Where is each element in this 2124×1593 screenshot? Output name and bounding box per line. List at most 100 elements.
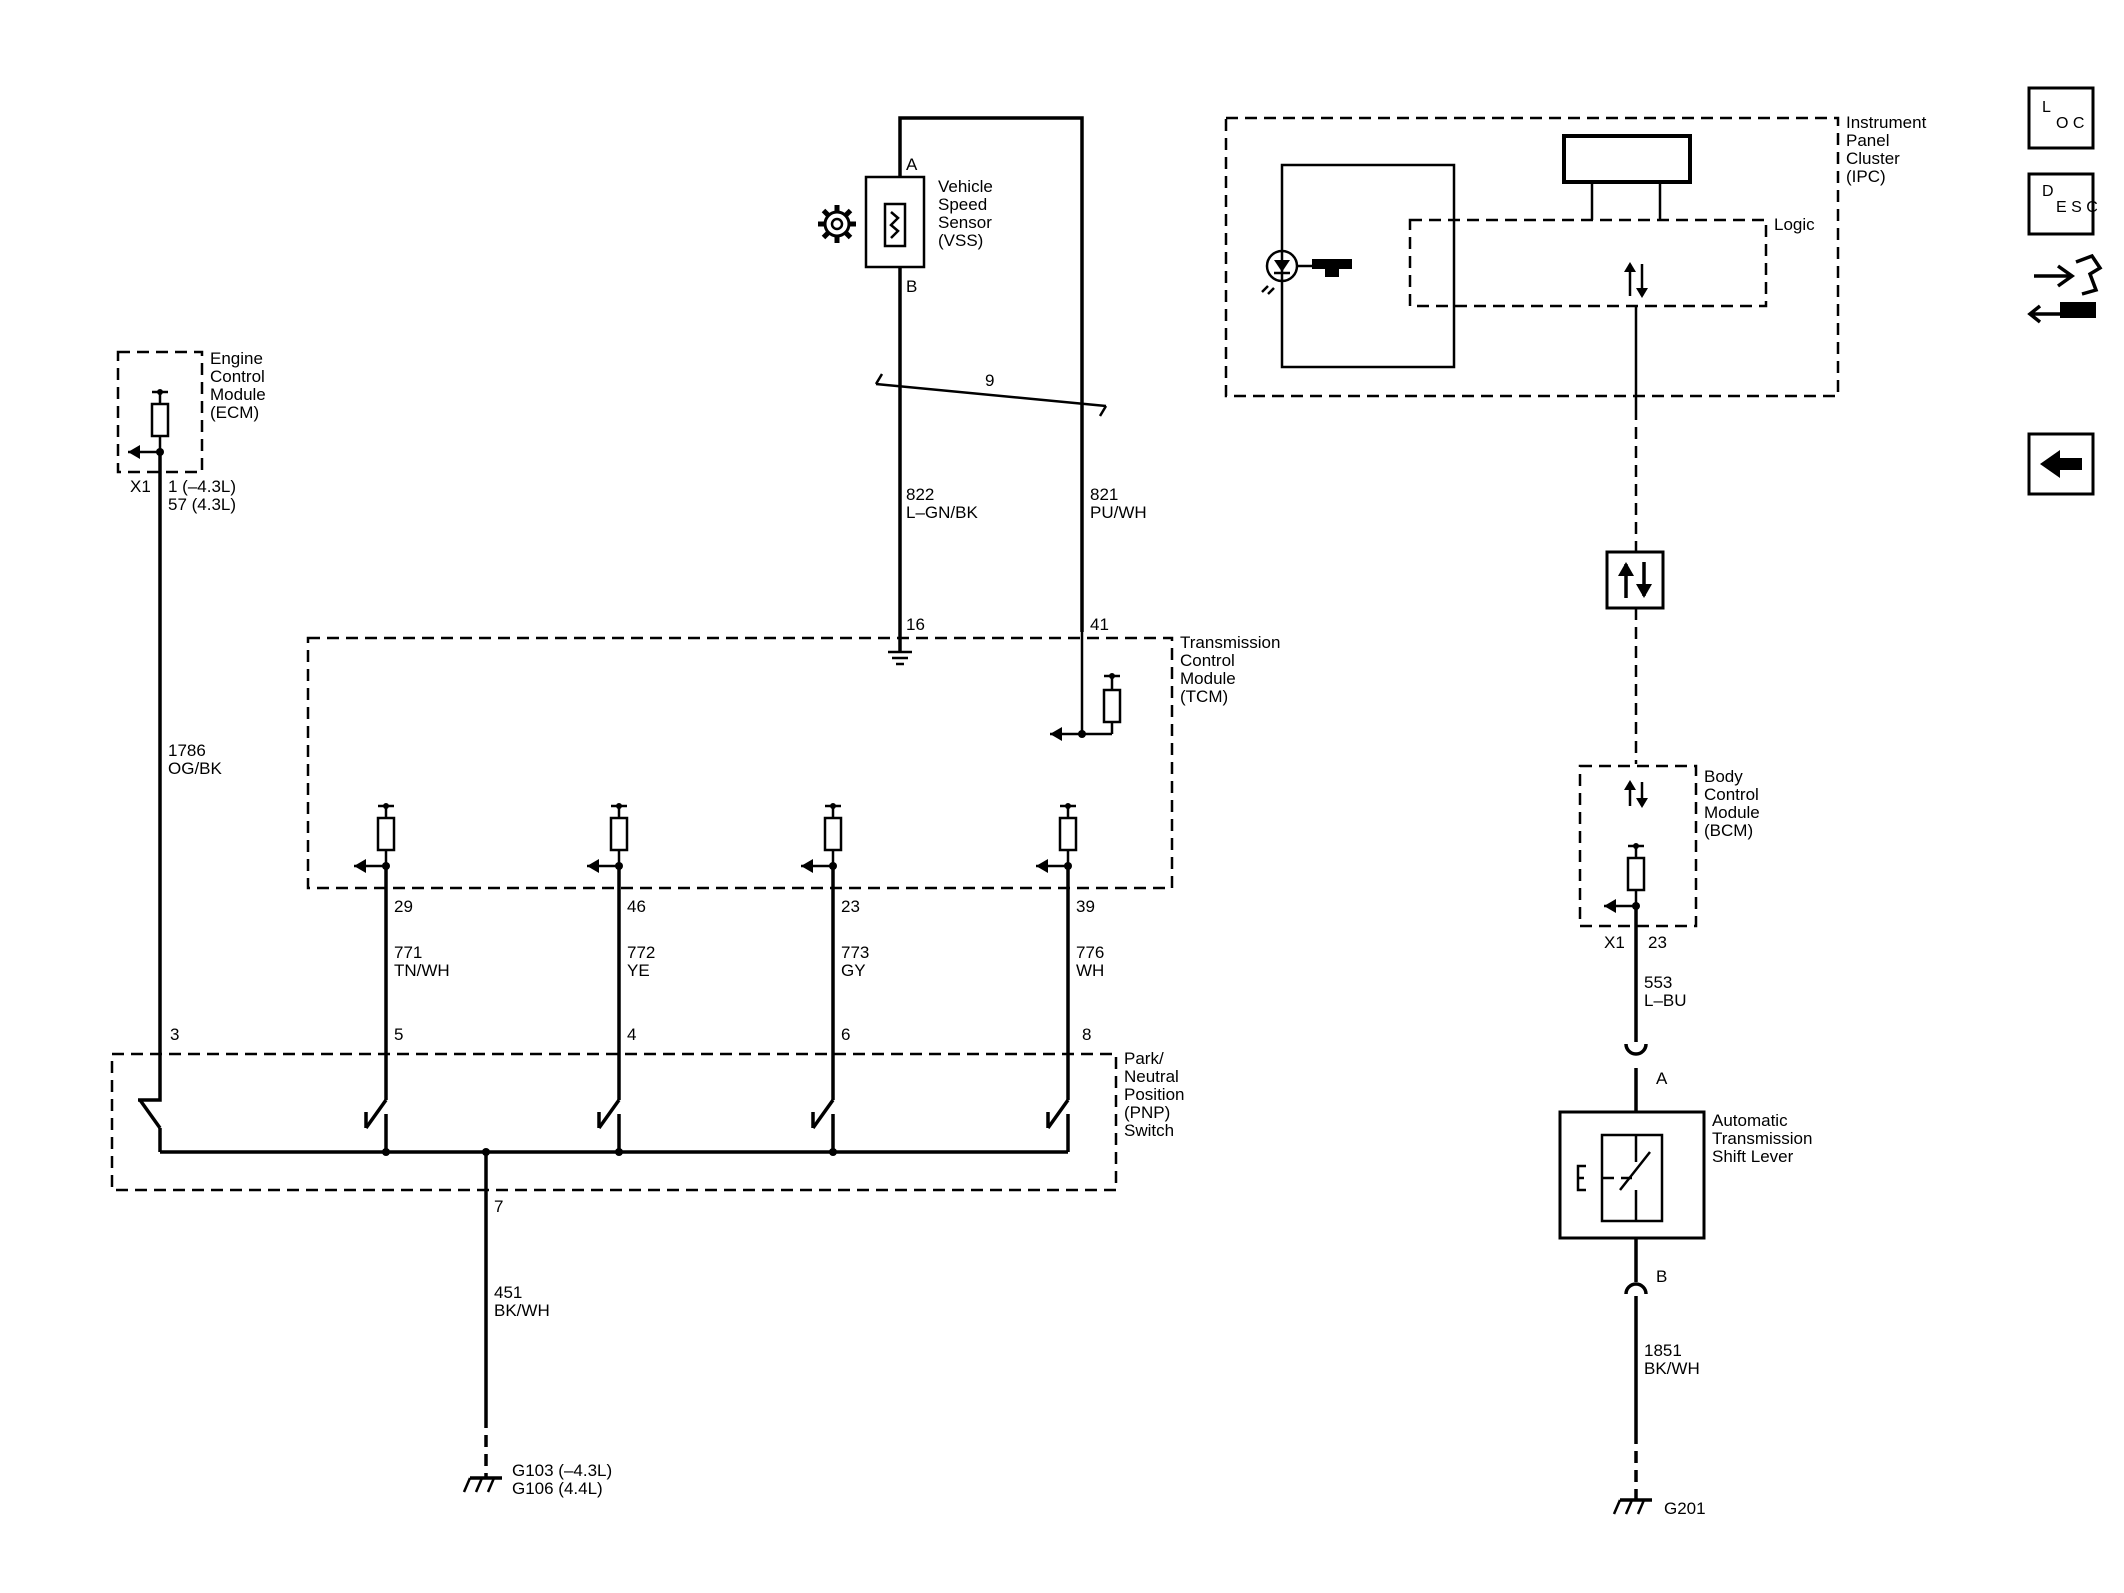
ecm-pin-57: 57 (4.3L) — [168, 495, 236, 514]
ipc-label-4: (IPC) — [1846, 167, 1886, 186]
wire-color-label: TN/WH — [394, 961, 450, 980]
indicator-lamp-icon — [1261, 249, 1352, 295]
w553-color: L–BU — [1644, 991, 1687, 1010]
w822-circuit: 822 — [906, 485, 934, 504]
vss-label-1: Vehicle — [938, 177, 993, 196]
shift-lever-label-3: Shift Lever — [1712, 1147, 1794, 1166]
bcm-label-3: Module — [1704, 803, 1760, 822]
w1786-circuit: 1786 — [168, 741, 206, 760]
connector-repair-button[interactable] — [2027, 253, 2103, 324]
w821-color: PU/WH — [1090, 503, 1147, 522]
ecm-label-1: Engine — [210, 349, 263, 368]
ecm-label-3: Module — [210, 385, 266, 404]
shift-lever-pin-b: B — [1656, 1267, 1667, 1286]
serial-data-icon — [1605, 550, 1665, 610]
wire-color-label: GY — [841, 961, 866, 980]
bcm-label-1: Body — [1704, 767, 1743, 786]
w1851-circuit: 1851 — [1644, 1341, 1682, 1360]
wire-color-label: YE — [627, 961, 650, 980]
wire-circuit-label: 771 — [394, 943, 422, 962]
tcm-label-4: (TCM) — [1180, 687, 1228, 706]
w822-color: L–GN/BK — [906, 503, 978, 522]
body-control-module: Body Control Module (BCM) X1 23 — [1578, 764, 1760, 952]
wire-circuit-label: 776 — [1076, 943, 1104, 962]
bcm-connector: X1 — [1604, 933, 1625, 952]
pnp-pin-4: 4 — [627, 1025, 636, 1044]
pnp-pin-5: 5 — [394, 1025, 403, 1044]
pnp-label-1: Park/ — [1124, 1049, 1164, 1068]
wire-color-label: WH — [1076, 961, 1104, 980]
pnp-pin-8: 8 — [1082, 1025, 1091, 1044]
ecm-connector: X1 — [130, 477, 151, 496]
pnp-label-2: Neutral — [1124, 1067, 1179, 1086]
w821-circuit: 821 — [1090, 485, 1118, 504]
ecm-label-2: Control — [210, 367, 265, 386]
back-arrow-icon — [2040, 450, 2082, 478]
twisted-pair-label: 9 — [985, 371, 994, 390]
location-icon-small: O C — [2056, 115, 2084, 132]
tcm-output-stages: 29 46 23 39 — [354, 803, 1095, 916]
w451-color: BK/WH — [494, 1301, 550, 1320]
w553-circuit: 553 — [1644, 973, 1672, 992]
connector-repair-icon — [2027, 253, 2103, 324]
ipc-logic-label: Logic — [1774, 215, 1815, 234]
bcm-label-2: Control — [1704, 785, 1759, 804]
tcm-output-pin: 23 — [841, 897, 860, 916]
vehicle-speed-sensor: Vehicle Speed Sensor (VSS) A B — [818, 155, 993, 296]
bcm-pin-23: 23 — [1648, 933, 1667, 952]
tcm-pin-41: 41 — [1090, 615, 1109, 634]
ground-icon-g201 — [1612, 1498, 1652, 1515]
connector-b-icon — [1624, 1282, 1648, 1295]
vss-label-3: Sensor — [938, 213, 992, 232]
ground-g103: G103 (–4.3L) — [512, 1461, 612, 1480]
pnp-pin-3: 3 — [170, 1025, 179, 1044]
description-icon-small: E S C — [2056, 199, 2098, 216]
bidirectional-arrow-icon — [1624, 780, 1648, 808]
ecm-pin-1: 1 (–4.3L) — [168, 477, 236, 496]
ipc-label-3: Cluster — [1846, 149, 1900, 168]
ground-g106: G106 (4.4L) — [512, 1479, 603, 1498]
pnp-pin-6: 6 — [841, 1025, 850, 1044]
automatic-transmission-shift-lever: Automatic Transmission Shift Lever — [1558, 1110, 1812, 1240]
connector-a-icon — [1624, 1043, 1648, 1056]
tcm-output-stage: 23 — [801, 803, 860, 916]
tcm-output-stage: 29 — [354, 803, 413, 916]
vss-label-2: Speed — [938, 195, 987, 214]
gear-icon — [818, 205, 856, 243]
bidirectional-arrow-icon — [1624, 262, 1648, 298]
w451-circuit: 451 — [494, 1283, 522, 1302]
shift-lever-label-2: Transmission — [1712, 1129, 1812, 1148]
shift-lever-pin-a: A — [1656, 1069, 1668, 1088]
w1786-color: OG/BK — [168, 759, 223, 778]
wire-circuit-label: 773 — [841, 943, 869, 962]
pnp-label-4: (PNP) — [1124, 1103, 1170, 1122]
tcm-output-pin: 46 — [627, 897, 646, 916]
tcm-label-1: Transmission — [1180, 633, 1280, 652]
vss-pin-a: A — [906, 155, 918, 174]
ipc-label-2: Panel — [1846, 131, 1889, 150]
location-icon: L — [2042, 99, 2051, 116]
pnp-label-5: Switch — [1124, 1121, 1174, 1140]
description-button[interactable]: D E S C — [2027, 172, 2098, 236]
shift-lever-label-1: Automatic — [1712, 1111, 1788, 1130]
tcm-output-stage: 39 — [1036, 803, 1095, 916]
vss-label-4: (VSS) — [938, 231, 983, 250]
location-button[interactable]: L O C — [2027, 86, 2095, 150]
vss-pin-b: B — [906, 277, 917, 296]
w1851-color: BK/WH — [1644, 1359, 1700, 1378]
back-button[interactable] — [2027, 432, 2095, 496]
pnp-label-3: Position — [1124, 1085, 1184, 1104]
wire-circuit-label: 772 — [627, 943, 655, 962]
instrument-panel-cluster: Instrument Panel Cluster (IPC) Logic — [1224, 113, 1927, 398]
ground-g201: G201 — [1664, 1499, 1706, 1518]
pnp-pin-7: 7 — [494, 1197, 503, 1216]
transmission-control-module: Transmission Control Module (TCM) 16 41 … — [306, 615, 1280, 916]
ipc-label-1: Instrument — [1846, 113, 1927, 132]
tcm-label-2: Control — [1180, 651, 1235, 670]
description-icon: D — [2042, 183, 2054, 200]
